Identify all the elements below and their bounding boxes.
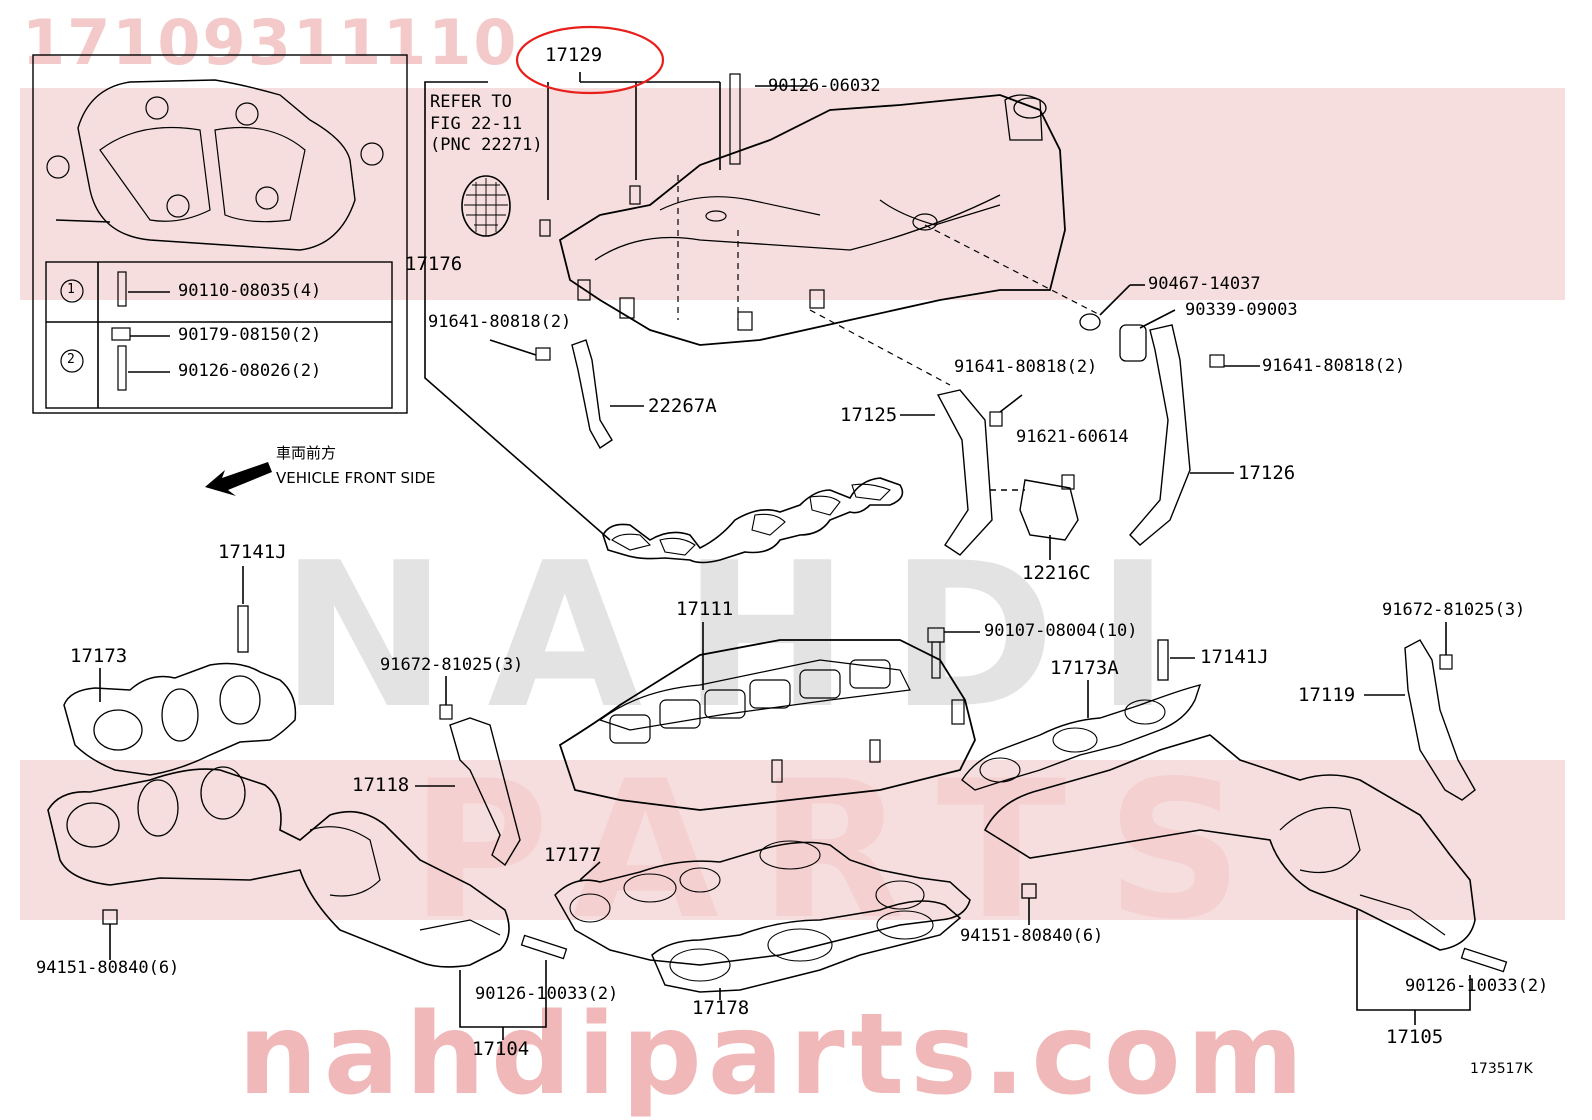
label-90126-06032: 90126-06032 [768,76,881,96]
direction-jp: 車両前方 [276,444,337,462]
inset-legend-2-part-a: 90179-08150(2) [178,325,322,345]
label-90126-10033-left: 90126-10033(2) [475,984,619,1004]
inset-frame [32,54,408,414]
label-17104: 17104 [472,1038,530,1060]
watermark-website: nahdiparts.com [238,990,1310,1120]
watermark-band-bottom [20,760,1565,920]
label-17126: 17126 [1238,462,1296,484]
inset-legend-2-num: 2 [67,352,75,367]
label-17141j-left: 17141J [218,541,287,563]
label-17129: 17129 [545,44,603,66]
label-17111: 17111 [676,598,734,620]
refer-note-line3: (PNC 22271) [430,135,543,155]
direction-en: VEHICLE FRONT SIDE [276,469,436,487]
refer-note-line1: REFER TO [430,92,512,112]
label-90126-10033-right: 90126-10033(2) [1405,976,1549,996]
label-17173a: 17173A [1050,657,1119,679]
label-17105: 17105 [1386,1026,1444,1048]
label-91641-c: 91641-80818(2) [1262,356,1406,376]
label-17125: 17125 [840,404,898,426]
label-91672-left: 91672-81025(3) [380,655,524,675]
watermark-part-number: 17109311110 [22,6,519,79]
label-17177: 17177 [544,844,602,866]
label-22267a: 22267A [648,395,717,417]
label-17119: 17119 [1298,684,1356,706]
label-17118: 17118 [352,774,410,796]
label-17178: 17178 [692,997,750,1019]
label-91641-a: 91641-80818(2) [428,312,572,332]
refer-note-line2: FIG 22-11 [430,114,523,134]
label-17176: 17176 [405,253,463,275]
label-91641-b: 91641-80818(2) [954,357,1098,377]
inset-legend-table [45,261,393,409]
figure-id: 173517K [1470,1061,1533,1077]
inset-legend-2-part-b: 90126-08026(2) [178,361,322,381]
inset-legend-1-num: 1 [67,282,75,297]
label-91621: 91621-60614 [1016,427,1129,447]
label-17173: 17173 [70,645,128,667]
label-94151-left: 94151-80840(6) [36,958,180,978]
watermark-parts: PARTS [410,740,1284,961]
label-94151-right: 94151-80840(6) [960,926,1104,946]
label-90339: 90339-09003 [1185,300,1298,320]
inset-legend-1-part: 90110-08035(4) [178,281,322,301]
label-12216c: 12216C [1022,562,1091,584]
label-17141j-right: 17141J [1200,646,1269,668]
label-91672-right: 91672-81025(3) [1382,600,1526,620]
label-90467: 90467-14037 [1148,274,1261,294]
label-90107: 90107-08004(10) [984,621,1138,641]
